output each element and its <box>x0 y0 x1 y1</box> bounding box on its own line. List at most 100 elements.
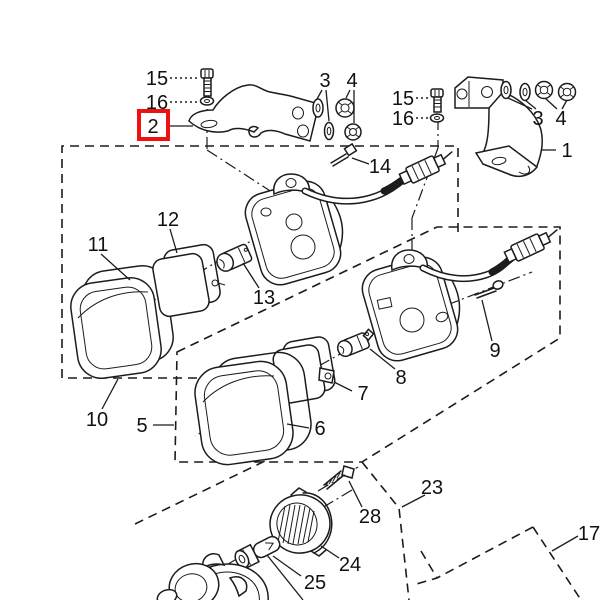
bracket-hole <box>456 88 468 100</box>
body-mount-tab <box>272 173 311 196</box>
bottom-bulb-part <box>234 535 281 570</box>
washer-16-right <box>429 113 445 123</box>
callout-label[interactable]: 4 <box>346 70 357 92</box>
bracket-curl <box>518 165 531 175</box>
callout-23[interactable]: 23 <box>401 477 443 508</box>
leader-line <box>272 555 302 577</box>
nuts-4-right <box>534 80 577 102</box>
callout-label[interactable]: 9 <box>489 340 500 362</box>
screw-15-right <box>430 88 444 113</box>
washer-hole <box>522 87 528 97</box>
right-bracket-axis <box>411 118 439 262</box>
callout-label[interactable]: 24 <box>339 554 361 576</box>
callout-8[interactable]: 8 <box>369 348 407 389</box>
callout-label[interactable]: 2 <box>147 116 158 138</box>
connector-pin <box>442 151 453 161</box>
connector-rib <box>523 240 531 255</box>
body-mount-hole <box>285 178 297 188</box>
callout-10[interactable]: 10 <box>86 378 119 431</box>
bulb-filament <box>339 345 345 354</box>
callout-17[interactable]: 17 <box>551 523 600 552</box>
callout-5[interactable]: 5 <box>136 415 174 437</box>
callout-3-left[interactable]: 3 <box>316 70 331 122</box>
callout-3-right[interactable]: 3 <box>507 97 544 130</box>
callout-label[interactable]: 14 <box>369 156 391 178</box>
rear-screw-axis <box>446 271 533 306</box>
callout-label[interactable]: 5 <box>136 415 147 437</box>
callout-15-left[interactable]: 15 <box>146 68 200 90</box>
screw14-head <box>343 142 358 157</box>
callout-label[interactable]: 7 <box>357 383 368 405</box>
callout-15-right[interactable]: 15 <box>392 88 430 110</box>
connector-rib <box>411 165 419 180</box>
callout-28[interactable]: 28 <box>348 480 381 528</box>
front-assembly-box-outline <box>61 145 459 379</box>
nut-facets <box>559 86 575 98</box>
callout-24[interactable]: 24 <box>320 545 361 576</box>
rear-assembly-box-outline <box>174 226 561 463</box>
callout-6[interactable]: 6 <box>286 418 326 440</box>
washer-16-left <box>199 96 215 106</box>
callout-2-highlighted[interactable]: 2 <box>137 109 193 141</box>
callout-label[interactable]: 10 <box>86 409 108 431</box>
callout-label[interactable]: 15 <box>392 88 414 110</box>
socket-assembly <box>156 553 304 600</box>
callout-label[interactable]: 6 <box>314 418 325 440</box>
callout-label[interactable]: 4 <box>555 108 566 130</box>
callout-label[interactable]: 17 <box>578 523 600 545</box>
callouts: 15 16 2 3 4 15 16 3 <box>86 68 600 594</box>
callout-label[interactable]: 23 <box>421 477 443 499</box>
leader-line <box>481 299 493 342</box>
leader-line <box>507 97 537 110</box>
callout-12[interactable]: 12 <box>157 209 179 254</box>
callout-label[interactable]: 28 <box>359 506 381 528</box>
leader-line <box>401 494 426 508</box>
front-body-screw <box>330 142 358 167</box>
bulb-glass <box>216 252 235 272</box>
callout-16-left[interactable]: 16 <box>146 92 199 114</box>
callout-label[interactable]: 16 <box>392 108 414 130</box>
rear-lens-part <box>194 351 312 466</box>
nuts-4-left <box>335 98 362 141</box>
callout-4-left[interactable]: 4 <box>345 70 358 123</box>
callout-1[interactable]: 1 <box>541 140 573 162</box>
screw-shank <box>203 77 212 97</box>
callout-14[interactable]: 14 <box>351 156 391 178</box>
washer <box>519 82 531 102</box>
callout-13[interactable]: 13 <box>242 262 275 309</box>
washers-3-left <box>312 98 335 141</box>
bulb-base-line <box>237 247 246 263</box>
callout-25[interactable]: 25 <box>272 555 326 594</box>
callout-label[interactable]: 3 <box>319 70 330 92</box>
callout-11[interactable]: 11 <box>88 234 131 281</box>
callout-label[interactable]: 12 <box>157 209 179 231</box>
connector-collar <box>503 247 518 264</box>
nut-hole <box>539 85 549 95</box>
screw-threads <box>204 80 211 92</box>
bracket-hole-upper <box>292 106 304 120</box>
highlight-box <box>137 109 170 141</box>
callout-7[interactable]: 7 <box>333 381 369 405</box>
washers-3-right <box>500 80 531 102</box>
callout-label[interactable]: 8 <box>395 367 406 389</box>
screw-shank <box>433 96 442 113</box>
callout-label[interactable]: 3 <box>532 108 543 130</box>
callout-4-right[interactable]: 4 <box>544 97 568 130</box>
callout-9[interactable]: 9 <box>481 299 501 362</box>
washer-inner <box>434 116 440 120</box>
callout-label[interactable]: 16 <box>146 92 168 114</box>
callout-label[interactable]: 1 <box>561 140 572 162</box>
front-lens-part <box>70 264 174 380</box>
nut-hole <box>562 87 572 97</box>
callout-label[interactable]: 25 <box>304 572 326 594</box>
callout-label[interactable]: 13 <box>253 287 275 309</box>
screw9-shank <box>474 287 497 299</box>
lens-face-outline <box>194 360 294 466</box>
leader-line <box>351 157 370 165</box>
callout-label[interactable]: 15 <box>146 68 168 90</box>
screw28-threads <box>324 472 341 488</box>
callout-label[interactable]: 11 <box>88 234 109 256</box>
connector-pin <box>547 229 558 239</box>
callout-16-right[interactable]: 16 <box>392 108 429 130</box>
